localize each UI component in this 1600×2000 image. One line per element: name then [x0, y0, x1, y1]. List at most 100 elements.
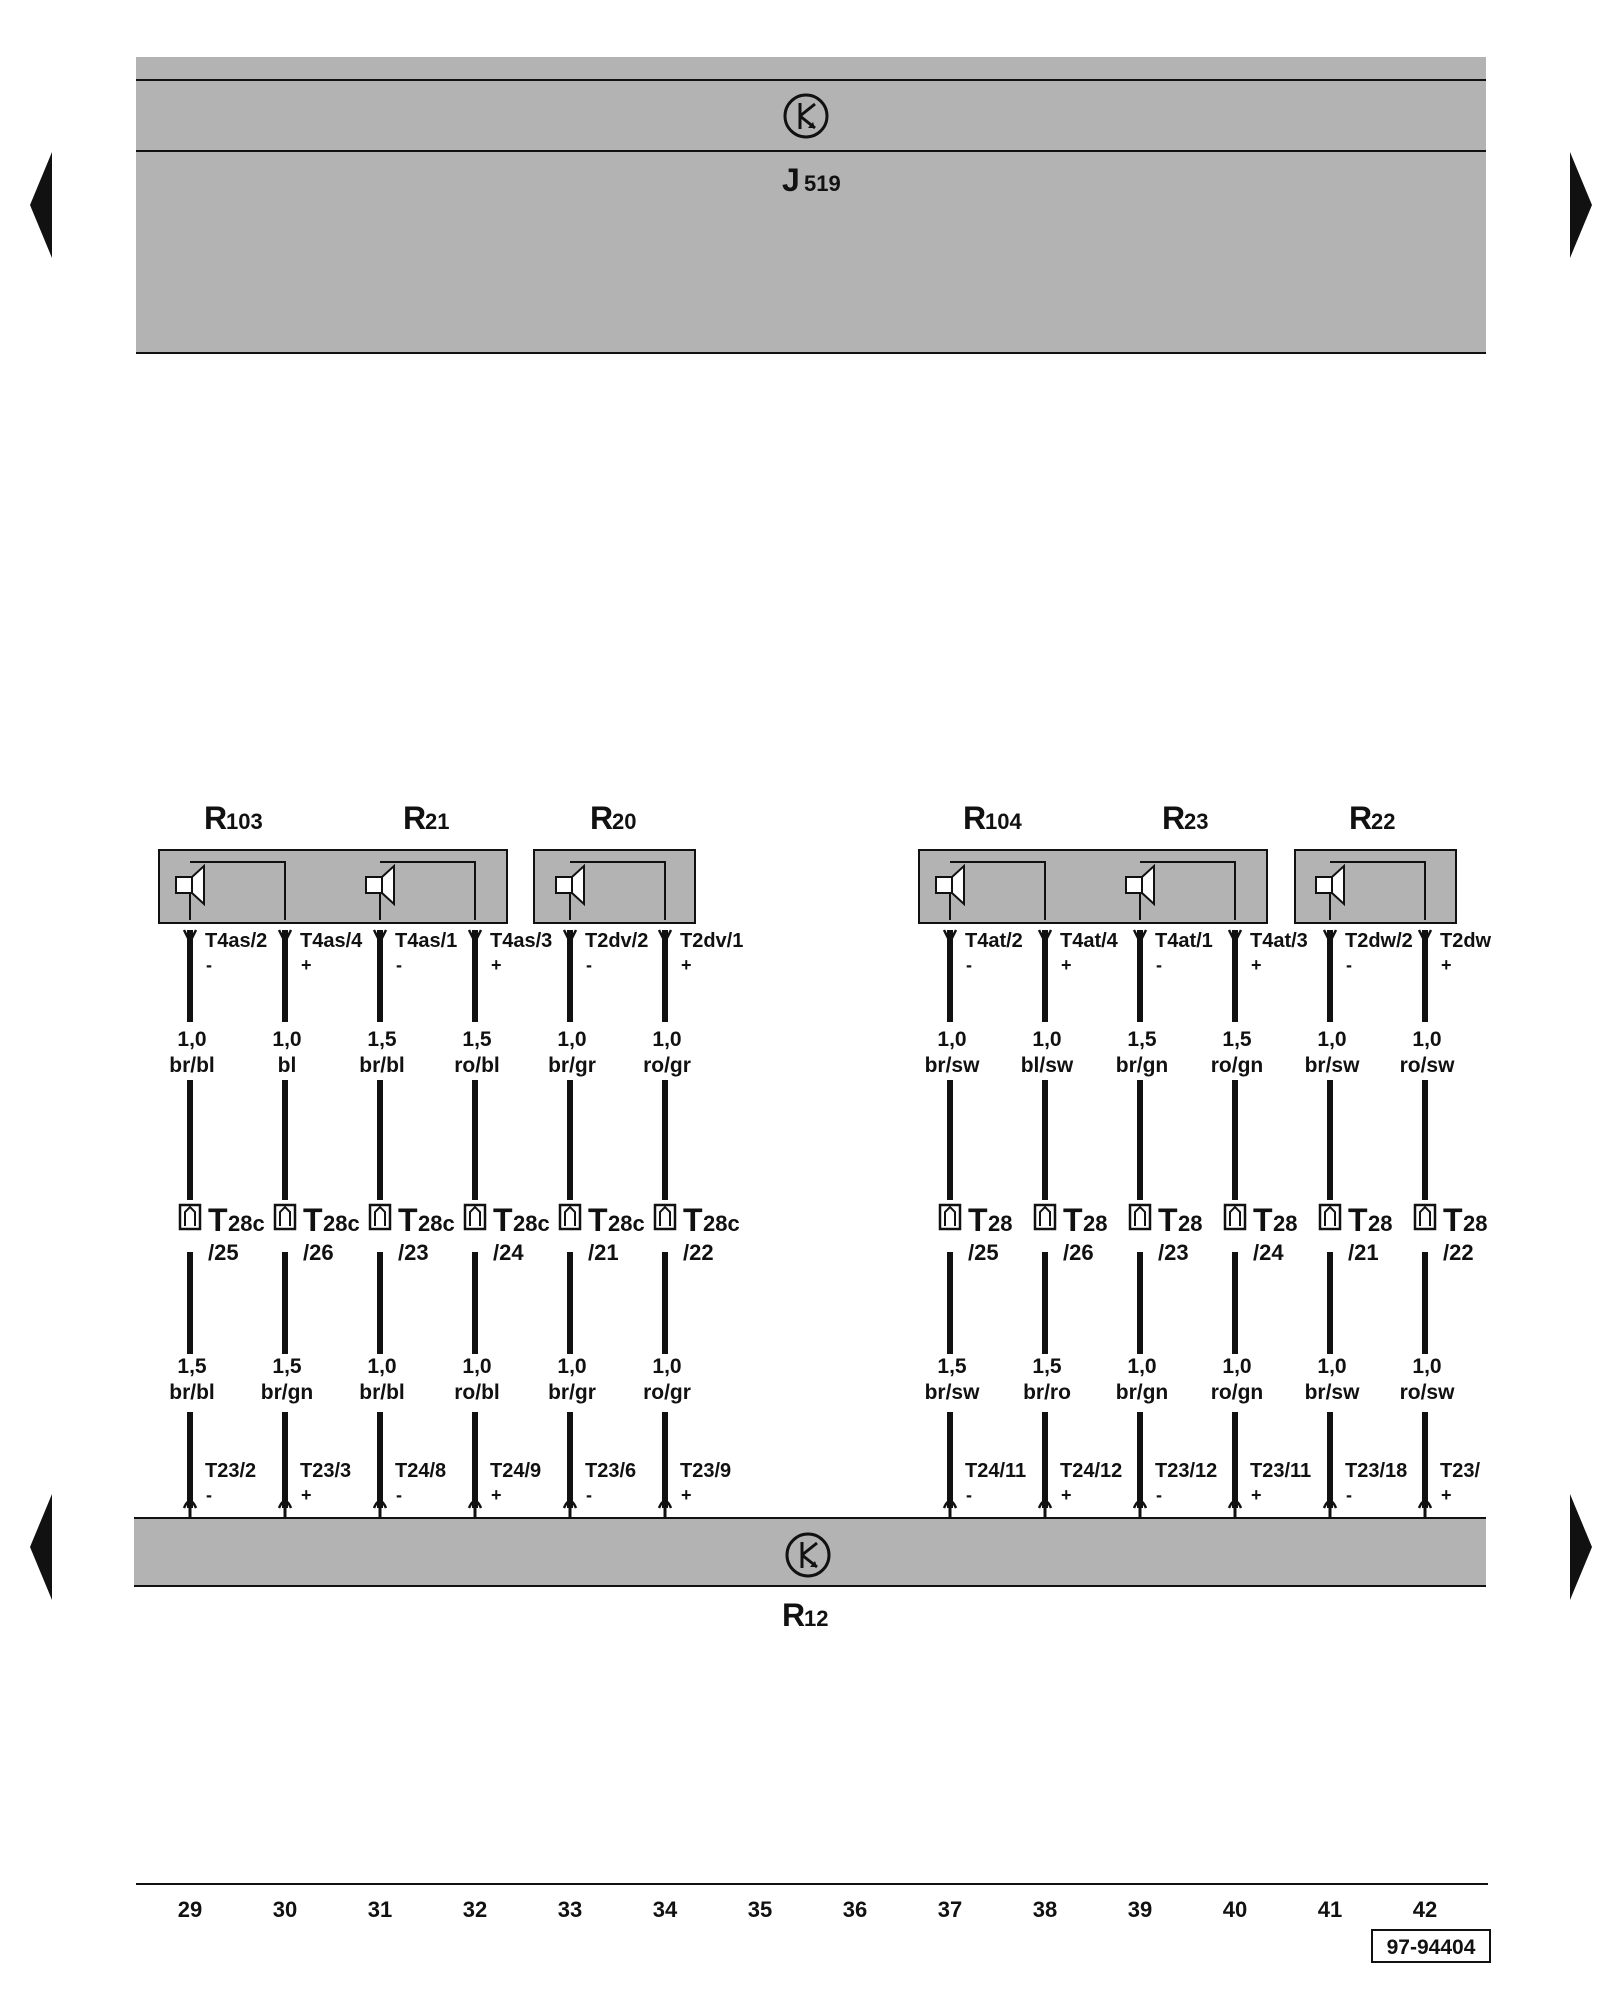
top-polarity-label: -	[1346, 955, 1352, 975]
speaker-label-sub: 21	[425, 809, 449, 834]
speaker-label-main: R	[590, 800, 613, 836]
control-unit-j519: J 519	[136, 57, 1486, 354]
top-pin-label: T2dv/2	[585, 930, 648, 952]
mid-connector-label-sub: 28	[1178, 1211, 1202, 1236]
radio-unit-r12: R 12	[134, 1517, 1486, 1633]
mid-connector-pin: /26	[1063, 1240, 1094, 1265]
bottom-polarity-label: -	[966, 1485, 972, 1505]
top-wire-color: br/sw	[925, 1054, 981, 1077]
top-wire-size: 1,0	[557, 1028, 586, 1051]
top-wire-color: ro/gr	[643, 1054, 691, 1077]
bottom-wire-size: 1,0	[462, 1355, 491, 1378]
connector-arrow-icon	[467, 929, 483, 945]
connector-arrow-icon	[657, 929, 673, 945]
top-polarity-label: -	[966, 955, 972, 975]
top-pin-label: T2dw	[1440, 930, 1492, 952]
mid-connector-pin: /21	[588, 1240, 619, 1265]
wires	[178, 929, 1437, 1518]
mid-connector-label-main: T	[1158, 1202, 1178, 1238]
connector-arrow-icon	[562, 929, 578, 945]
bottom-wire-size: 1,0	[1127, 1355, 1156, 1378]
top-pin-label: T2dw/2	[1345, 930, 1413, 952]
bottom-polarity-label: -	[1156, 1485, 1162, 1505]
top-wire-size: 1,0	[1412, 1028, 1441, 1051]
track-number: 40	[1223, 1897, 1247, 1922]
bottom-pin-label: T23/9	[680, 1460, 731, 1482]
connector-arrow-icon	[562, 1499, 578, 1509]
mid-connector-label-sub: 28c	[418, 1211, 455, 1236]
top-wire-size: 1,0	[1317, 1028, 1346, 1051]
top-wire-size: 1,5	[1222, 1028, 1252, 1051]
top-polarity-label: -	[206, 955, 212, 975]
speaker-labels: R 103 R 21 R 20 R 104 R 23 R 22	[204, 800, 1395, 836]
bottom-wire-color: ro/gr	[643, 1381, 691, 1404]
connector-plug-icon	[1318, 1203, 1342, 1231]
connector-plug-icon	[1413, 1203, 1437, 1231]
track-number: 29	[178, 1897, 202, 1922]
bottom-pin-label: T23/11	[1250, 1460, 1311, 1482]
top-pin-label: T4as/3	[490, 930, 552, 952]
track-number: 32	[463, 1897, 487, 1922]
mid-connector-pin: /23	[398, 1240, 429, 1265]
top-wire-size: 1,5	[462, 1028, 492, 1051]
speaker-housing-r103-r21	[158, 849, 508, 924]
top-wire-size: 1,0	[272, 1028, 301, 1051]
track-number: 36	[843, 1897, 867, 1922]
speaker-label-main: R	[963, 800, 986, 836]
connector-arrow-icon	[467, 1499, 483, 1509]
bottom-polarity-label: -	[586, 1485, 592, 1505]
top-wire-size: 1,0	[177, 1028, 206, 1051]
mid-connector-pin: /24	[493, 1240, 524, 1265]
connector-arrow-icon	[1227, 1499, 1243, 1509]
track-number: 38	[1033, 1897, 1057, 1922]
connector-arrow-icon	[942, 1499, 958, 1509]
connector-plug-icon	[1128, 1203, 1152, 1231]
connector-arrow-icon	[942, 929, 958, 945]
connector-arrow-icon	[1132, 1499, 1148, 1509]
bottom-polarity-label: -	[1346, 1485, 1352, 1505]
top-pin-label: T4as/2	[205, 930, 267, 952]
previous-page-arrow-icon[interactable]	[30, 1494, 52, 1600]
mid-connector-label-main: T	[493, 1202, 513, 1238]
mid-connector-label-sub: 28c	[323, 1211, 360, 1236]
bottom-pin-label: T24/12	[1060, 1460, 1122, 1482]
speaker-label-main: R	[1349, 800, 1372, 836]
bottom-polarity-label: +	[1251, 1485, 1262, 1505]
mid-connector-label-main: T	[303, 1202, 323, 1238]
track-number: 39	[1128, 1897, 1152, 1922]
bottom-wire-size: 1,0	[652, 1355, 681, 1378]
bottom-wire-size: 1,0	[1412, 1355, 1441, 1378]
connector-arrow-icon	[1037, 1499, 1053, 1509]
bottom-wire-size: 1,0	[1317, 1355, 1346, 1378]
speaker-label-sub: 104	[985, 809, 1022, 834]
connector-arrow-icon	[1037, 929, 1053, 945]
drawing-number: 97-94404	[1387, 1936, 1476, 1959]
bottom-wire-color: br/bl	[359, 1381, 405, 1404]
next-page-arrow-icon[interactable]	[1570, 1494, 1592, 1600]
speaker-label-main: R	[1162, 800, 1185, 836]
next-page-arrow-icon[interactable]	[1570, 152, 1592, 258]
speaker-label-main: R	[403, 800, 426, 836]
track-number: 30	[273, 1897, 297, 1922]
previous-page-arrow-icon[interactable]	[30, 152, 52, 258]
speaker-icon	[935, 861, 1046, 920]
connector-plug-icon	[463, 1203, 487, 1231]
track-number: 35	[748, 1897, 772, 1922]
speaker-housings	[158, 849, 1457, 924]
connector-arrow-icon	[372, 1499, 388, 1509]
bottom-pin-label: T23/2	[205, 1460, 256, 1482]
speaker-housing-r104-r23	[918, 849, 1268, 924]
mid-connector-label-main: T	[1348, 1202, 1368, 1238]
connector-plug-icon	[273, 1203, 297, 1231]
bottom-wire-color: br/sw	[925, 1381, 981, 1404]
mid-connector-pin: /25	[968, 1240, 999, 1265]
mid-connector-label-sub: 28c	[608, 1211, 645, 1236]
connector-plug-icon	[653, 1203, 677, 1231]
mid-connector-label-main: T	[968, 1202, 988, 1238]
mid-connector-pin: /24	[1253, 1240, 1284, 1265]
mid-connector-pin: /23	[1158, 1240, 1189, 1265]
connector-arrow-icon	[1417, 1499, 1433, 1509]
top-pin-label: T4at/1	[1155, 930, 1213, 952]
